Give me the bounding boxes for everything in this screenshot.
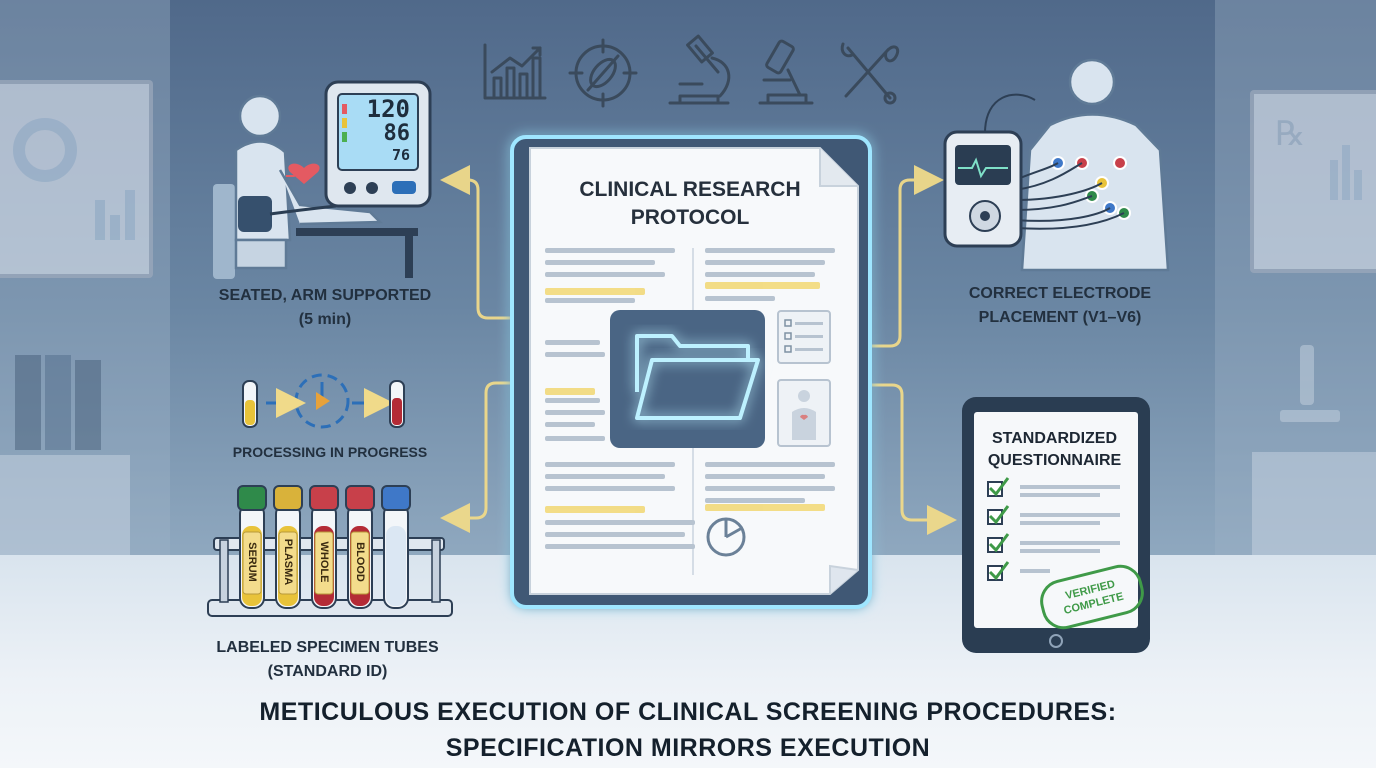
ecg-lead-wires bbox=[984, 93, 1125, 230]
svg-text:℞: ℞ bbox=[1275, 114, 1305, 154]
ecg-monitor-device bbox=[943, 130, 1023, 248]
ecg-caption-line1: CORRECT ELECTRODE bbox=[968, 285, 1152, 302]
check-item bbox=[987, 505, 1120, 525]
specimen-tube bbox=[309, 485, 339, 609]
bp-caption-line2: (5 min) bbox=[298, 311, 352, 328]
microscope-icon bbox=[758, 39, 814, 105]
background-binders bbox=[15, 355, 101, 450]
line-chart-icon bbox=[483, 43, 547, 100]
specimen-tubes bbox=[237, 485, 411, 609]
background-shelf-right bbox=[1252, 452, 1376, 555]
questionnaire-title: STANDARDIZED QUESTIONNAIRE bbox=[972, 428, 1137, 472]
specimen-tube bbox=[237, 485, 267, 609]
questionnaire-title-line1: STANDARDIZED bbox=[991, 430, 1118, 447]
pie-chart-icon bbox=[706, 517, 746, 557]
wall-chart-frame bbox=[0, 80, 153, 278]
bp-systolic: 120 bbox=[366, 95, 410, 123]
protocol-title: CLINICAL RESEARCH PROTOCOL bbox=[540, 176, 840, 232]
folder-icon bbox=[610, 310, 765, 448]
protocol-title-line1: CLINICAL RESEARCH bbox=[579, 178, 801, 201]
specimen-tube bbox=[345, 485, 375, 609]
headline: METICULOUS EXECUTION OF CLINICAL SCREENI… bbox=[0, 694, 1376, 766]
background-shelf-left bbox=[0, 455, 130, 555]
specimen-tube bbox=[381, 485, 411, 609]
questionnaire-checklist bbox=[987, 477, 1120, 581]
specimen-caption-line2: (STANDARD ID) bbox=[267, 663, 388, 680]
ecg-caption: CORRECT ELECTRODE PLACEMENT (V1–V6) bbox=[940, 282, 1180, 330]
specimen-tube bbox=[273, 485, 303, 609]
processing-tube-right-icon bbox=[389, 380, 405, 428]
ecg-patient-torso bbox=[1020, 58, 1170, 272]
processing-tube-left-icon bbox=[242, 380, 258, 428]
bp-cuff bbox=[238, 196, 337, 232]
processing-caption: PROCESSING IN PROGRESS bbox=[232, 444, 428, 460]
protocol-title-line2: PROTOCOL bbox=[630, 206, 750, 229]
headline-line1: METICULOUS EXECUTION OF CLINICAL SCREENI… bbox=[259, 698, 1117, 726]
check-item bbox=[987, 561, 1050, 581]
background-microscope-icon bbox=[1280, 345, 1340, 422]
bp-monitor bbox=[324, 80, 432, 208]
microscope-icon bbox=[668, 34, 731, 105]
protocol-text-lines bbox=[545, 248, 835, 549]
target-icon bbox=[568, 38, 638, 108]
bp-caption: SEATED, ARM SUPPORTED (5 min) bbox=[190, 284, 460, 332]
specimen-caption: LABELED SPECIMEN TUBES (STANDARD ID) bbox=[190, 636, 465, 684]
ecg-caption-line2: PLACEMENT (V1–V6) bbox=[978, 309, 1142, 326]
specimen-caption-line1: LABELED SPECIMEN TUBES bbox=[216, 639, 439, 656]
body-diagram-card-icon bbox=[777, 379, 831, 447]
tube-label: SERUM bbox=[246, 542, 258, 582]
checklist-card-icon bbox=[777, 310, 831, 364]
questionnaire-title-line2: QUESTIONNAIRE bbox=[987, 452, 1122, 469]
tube-label: BLOOD bbox=[354, 542, 366, 582]
heart-icon bbox=[286, 163, 320, 184]
check-item bbox=[987, 477, 1120, 497]
protocol-highlights bbox=[545, 282, 825, 513]
bp-diastolic: 86 bbox=[383, 121, 411, 146]
bp-pulse: 76 bbox=[391, 146, 410, 164]
rx-poster-decoration: ℞ bbox=[1275, 114, 1362, 200]
check-item bbox=[987, 533, 1120, 553]
wall-chart-decoration bbox=[13, 118, 135, 240]
connector-lines bbox=[440, 165, 957, 535]
processing-cycle-icon bbox=[266, 373, 394, 429]
tools-icon bbox=[840, 42, 900, 105]
tube-label: PLASMA bbox=[282, 538, 294, 586]
headline-line2: SPECIFICATION MIRRORS EXECUTION bbox=[445, 734, 931, 762]
bp-caption-line1: SEATED, ARM SUPPORTED bbox=[218, 287, 432, 304]
side-table bbox=[296, 228, 418, 278]
tube-label: WHOLE bbox=[318, 541, 330, 583]
